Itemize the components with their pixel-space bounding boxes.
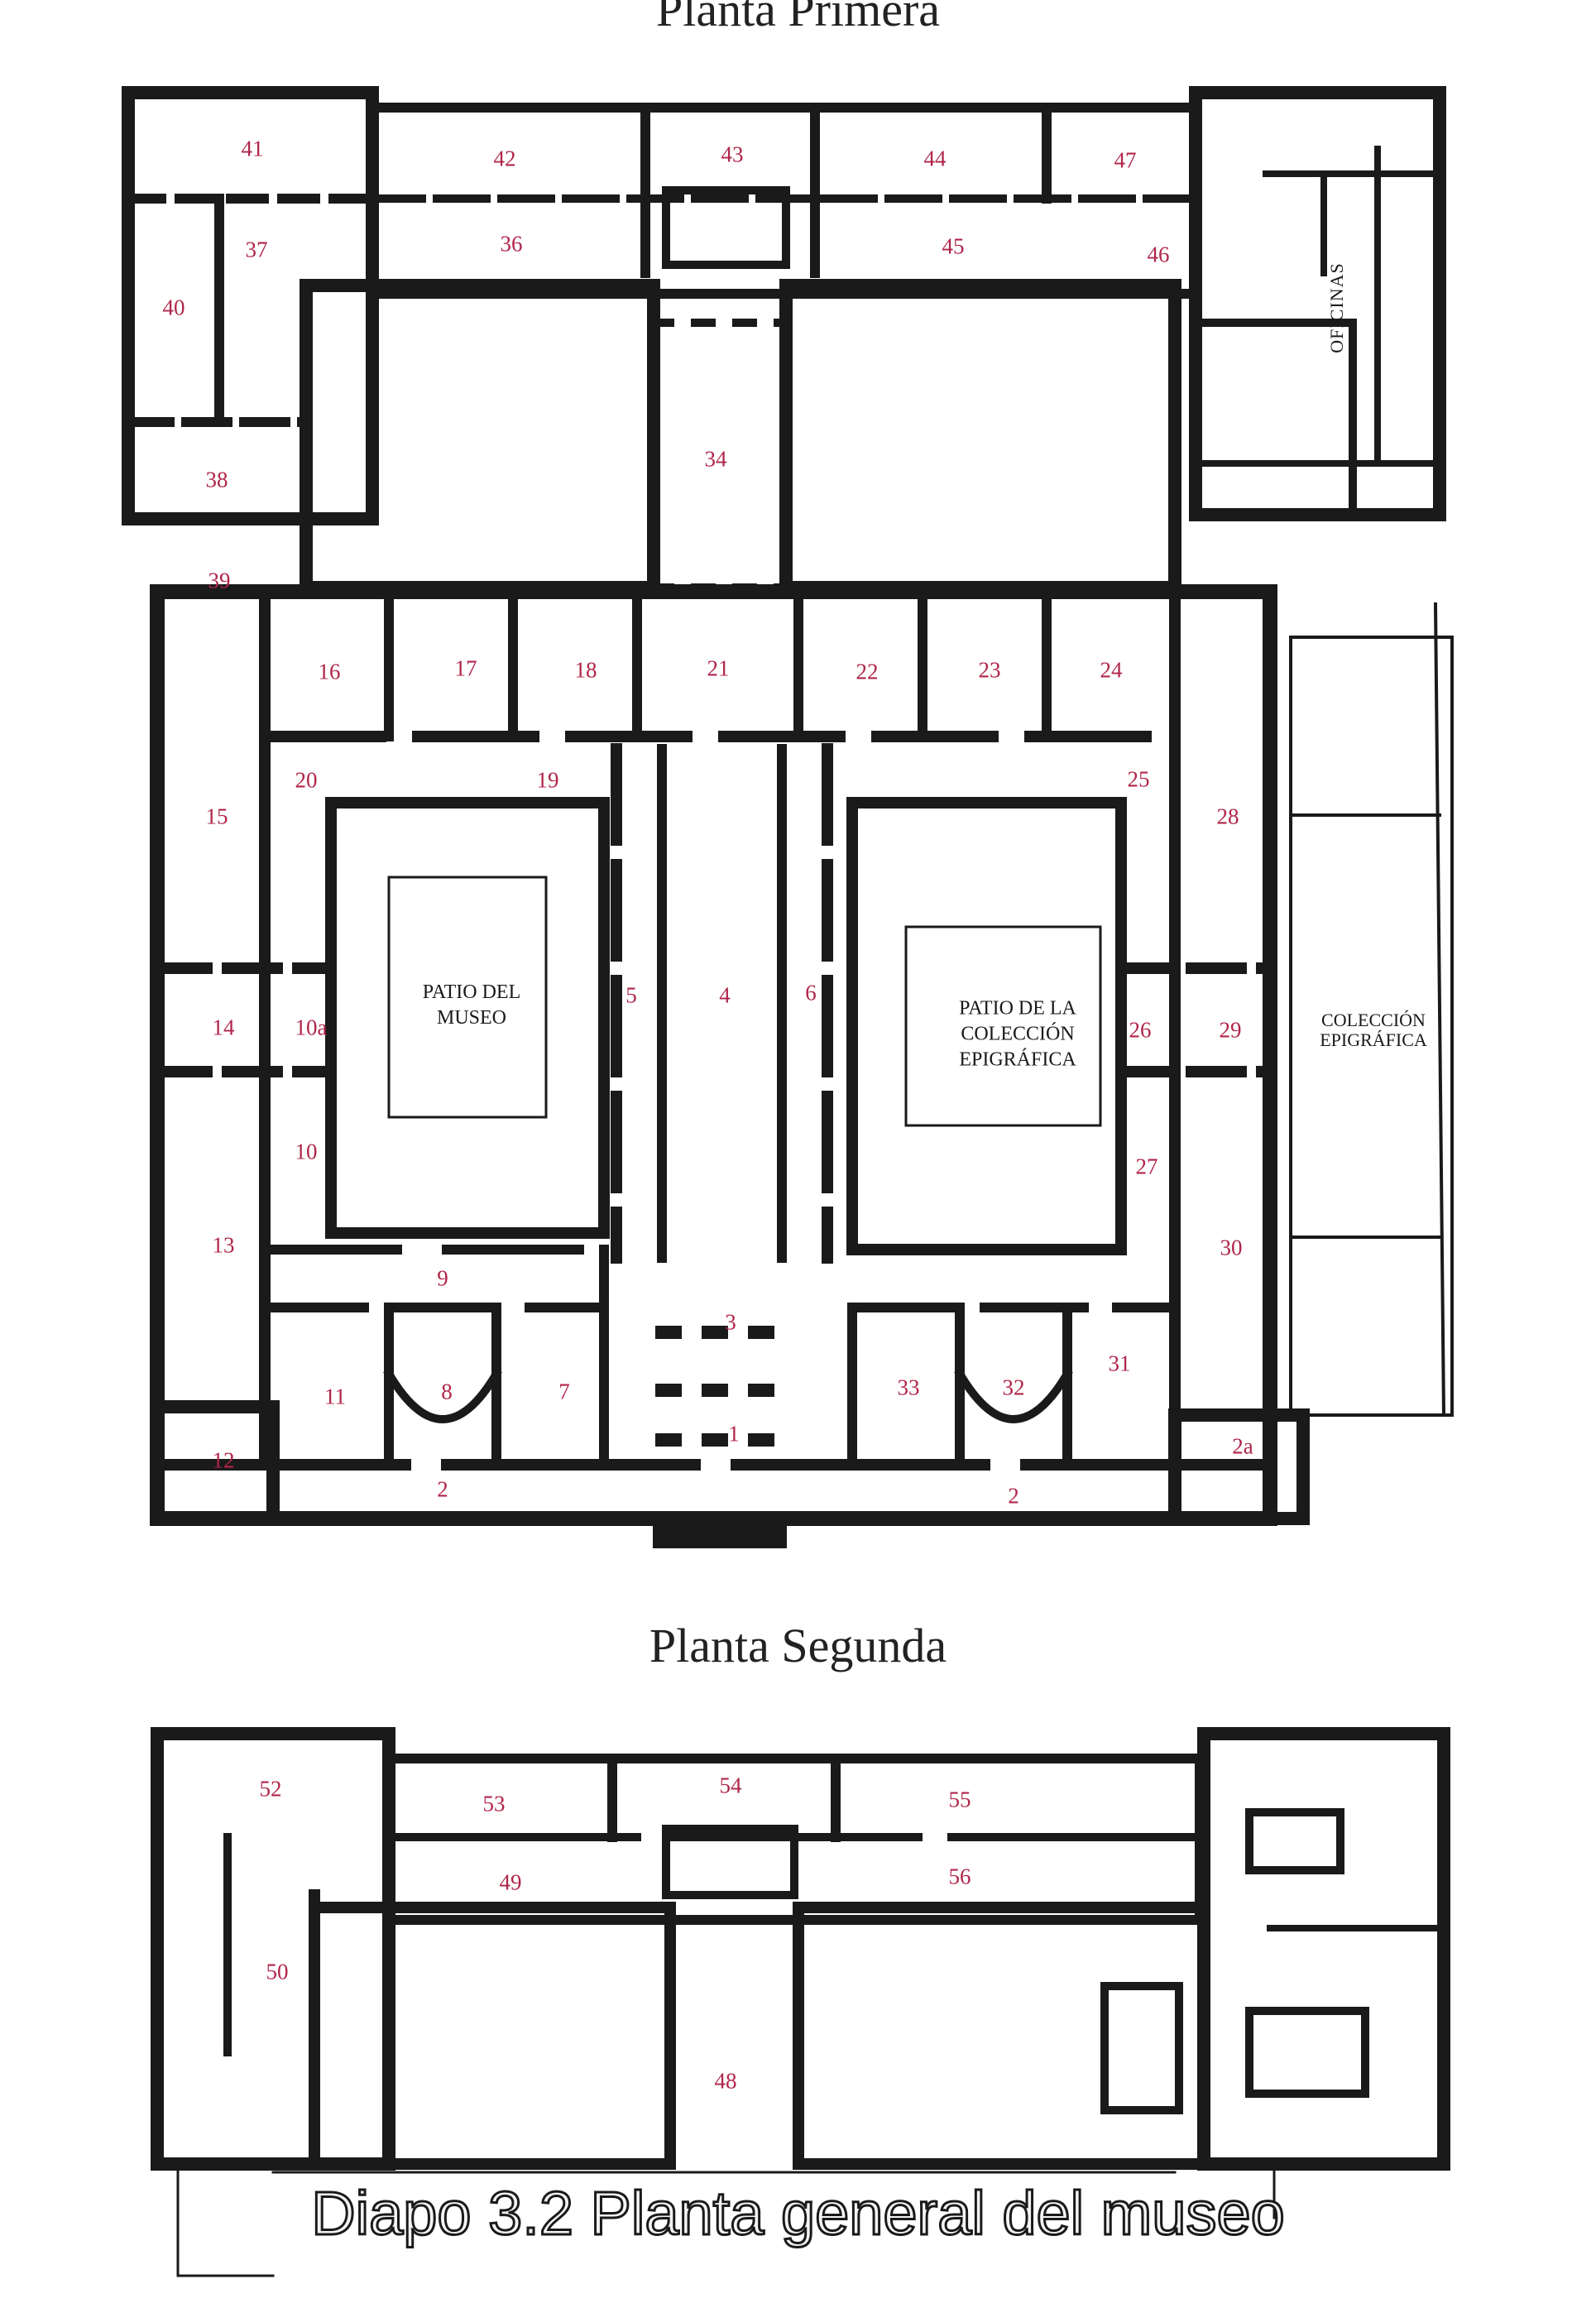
- room-number: 46: [1147, 242, 1170, 267]
- room-number: 3: [725, 1309, 736, 1335]
- room-number: 30: [1220, 1235, 1243, 1260]
- room-number: 2: [1008, 1483, 1019, 1509]
- room-number: 2: [437, 1476, 448, 1502]
- room-number: 39: [208, 568, 231, 593]
- room-number: 7: [558, 1379, 570, 1404]
- room-number: 15: [205, 804, 228, 829]
- room-number: 45: [942, 233, 965, 259]
- room-number: 37: [245, 237, 268, 262]
- room-number: 34: [704, 446, 727, 472]
- room-number: 20: [295, 767, 318, 793]
- planta-segunda-walls: [151, 1727, 1450, 2277]
- room-number: 13: [212, 1232, 235, 1258]
- caption-text: Diapo 3.2 Planta general del museo: [310, 2178, 1287, 2249]
- planta-primera-heading: Planta Primera: [655, 0, 941, 36]
- room-number: 33: [897, 1375, 920, 1400]
- room-number: 41: [241, 136, 264, 161]
- room-number: 27: [1135, 1154, 1158, 1179]
- room-number: 48: [714, 2068, 737, 2094]
- room-number: 11: [324, 1384, 346, 1409]
- room-number: 16: [318, 659, 341, 684]
- room-number: 2a: [1232, 1433, 1253, 1459]
- room-number: 54: [719, 1773, 742, 1798]
- room-number: 32: [1002, 1375, 1025, 1400]
- room-number: 44: [923, 146, 947, 171]
- room-number: 4: [719, 982, 731, 1008]
- room-number: 49: [499, 1869, 522, 1895]
- room-number: 29: [1219, 1017, 1242, 1043]
- room-number: 24: [1100, 657, 1123, 683]
- room-number: 43: [721, 142, 744, 167]
- room-number: 38: [205, 467, 228, 492]
- room-number: 21: [707, 655, 730, 681]
- room-number: 14: [212, 1015, 235, 1040]
- room-number: 26: [1129, 1017, 1152, 1043]
- room-number: 8: [441, 1379, 453, 1404]
- room-number: 18: [574, 657, 597, 683]
- room-number: 5: [625, 982, 637, 1008]
- oficinas-label: OFICINAS: [1326, 262, 1347, 353]
- room-number: 12: [212, 1447, 235, 1473]
- room-number: 23: [978, 657, 1001, 683]
- room-number: 25: [1127, 766, 1150, 792]
- room-number: 31: [1108, 1351, 1131, 1376]
- room-number: 10: [295, 1139, 318, 1164]
- room-number: 1: [728, 1421, 740, 1447]
- room-number: 6: [805, 980, 817, 1005]
- room-number: 10a: [295, 1015, 328, 1040]
- room-number: 55: [948, 1787, 971, 1812]
- room-number: 53: [482, 1791, 506, 1816]
- planta-segunda-heading: Planta Segunda: [649, 1619, 947, 1672]
- room-number: 52: [259, 1776, 282, 1802]
- room-number: 50: [266, 1959, 289, 1984]
- room-number: 28: [1216, 804, 1239, 829]
- room-number: 9: [437, 1265, 448, 1291]
- room-number: 22: [856, 659, 879, 684]
- room-number: 40: [162, 295, 185, 320]
- room-number: 36: [500, 231, 523, 257]
- room-number: 47: [1114, 147, 1137, 173]
- room-number: 17: [454, 655, 477, 681]
- room-number: 19: [536, 767, 559, 793]
- room-number: 56: [948, 1864, 971, 1889]
- planta-primera-walls: [122, 86, 1454, 1548]
- slide-caption: Diapo 3.2 Planta general del museo: [0, 2178, 1596, 2249]
- room-number: 42: [493, 146, 516, 171]
